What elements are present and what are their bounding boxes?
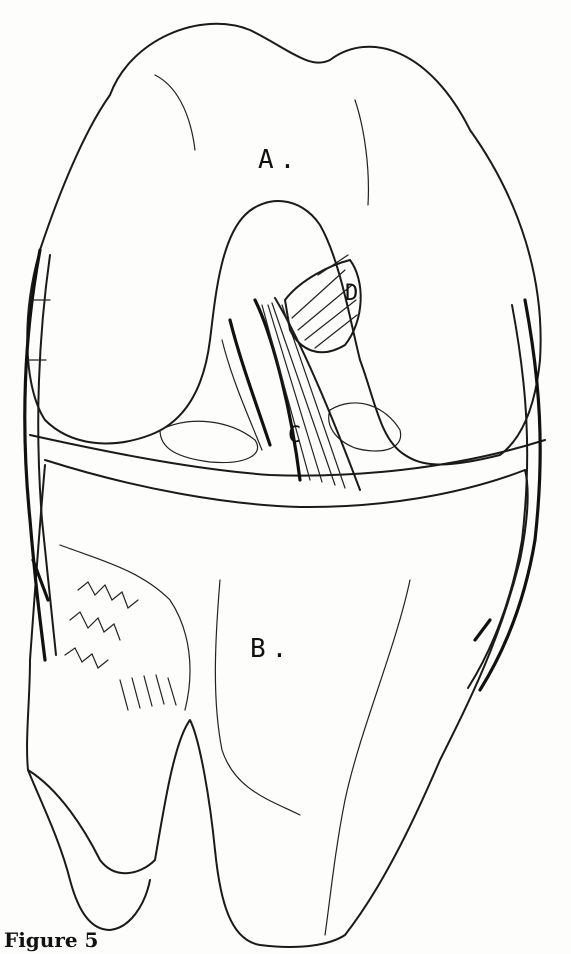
ligament-e-fibers (230, 320, 270, 445)
figure-caption: Figure 5 (4, 930, 98, 950)
ligament-c-fibers (262, 303, 345, 488)
meniscus-right (329, 403, 401, 451)
ligament-d-outline (285, 260, 361, 352)
ligament-c-outline-2 (275, 298, 360, 490)
tibia-tuberosity (65, 582, 138, 668)
fibula-outline (28, 770, 150, 930)
tibia-ridge-center (215, 580, 300, 815)
tibia-hatching (120, 675, 176, 710)
ligament-c-outline (255, 300, 300, 480)
lateral-collateral-ligament (25, 250, 56, 660)
femur-outline (27, 24, 540, 465)
femur-ridge-left (155, 75, 195, 150)
label-ligament-d: D (345, 283, 358, 305)
tibia-ridge-right (325, 580, 410, 935)
medial-collateral-ligament (468, 300, 540, 690)
joint-line-lower (45, 460, 525, 507)
tibia-outline (27, 465, 528, 947)
label-femur: A. (258, 147, 301, 173)
label-tibia: B. (250, 636, 293, 662)
femur-ridge-right (355, 100, 368, 205)
meniscus-left (160, 421, 258, 462)
label-ligament-c: C (288, 425, 301, 447)
